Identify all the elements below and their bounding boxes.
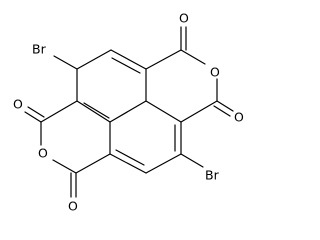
bond-c1-c2-double [111, 57, 141, 74]
bond-right-co-double [213, 105, 231, 117]
structure-svg: O O O O O O Br Br [13, 11, 244, 214]
bond-c4-c9b-double [83, 102, 110, 119]
bond-c1-carbonyl [145, 49, 182, 70]
atom-o-right-carbonyl: O [234, 110, 244, 125]
atom-o-bottom-ring: O [38, 146, 48, 161]
atom-br-top: Br [32, 42, 47, 57]
bond-c1-c2 [110, 49, 147, 70]
atom-o-bottom-carbonyl: O [68, 199, 78, 214]
bond-c3-br [53, 55, 78, 70]
atom-labels: O O O O O O Br Br [13, 11, 244, 214]
bond-c9a-c7 [145, 100, 182, 123]
atom-o-left-carbonyl: O [13, 97, 23, 112]
bond-right-co [216, 100, 234, 112]
bond-left-co-double [27, 106, 45, 118]
atom-o-top-carbonyl: O [179, 11, 189, 26]
bond-right-carbonyl-c7 [180, 100, 218, 123]
bond-c7b-br [180, 153, 204, 168]
bond-top-carbonyl-oring [180, 49, 206, 65]
bond-oring-bottom-carbonyl [52, 159, 77, 174]
bonds [24, 26, 234, 198]
bond-c4-left-carbonyl [40, 100, 78, 123]
bond-c6-c7b [145, 153, 182, 174]
bond-c5-c6 [109, 153, 147, 174]
bond-left-co [24, 111, 42, 123]
bond-c5-c6-double [115, 149, 145, 166]
bond-c4-c9b [76, 100, 111, 123]
molecule-diagram: O O O O O O Br Br [13, 11, 244, 214]
atom-o-top-ring: O [210, 65, 220, 80]
bond-c2-c3 [76, 49, 112, 70]
bond-c9a-c9b [109, 100, 147, 123]
bond-bottom-carbonyl-c5 [75, 153, 111, 174]
atom-br-bottom: Br [205, 168, 220, 183]
